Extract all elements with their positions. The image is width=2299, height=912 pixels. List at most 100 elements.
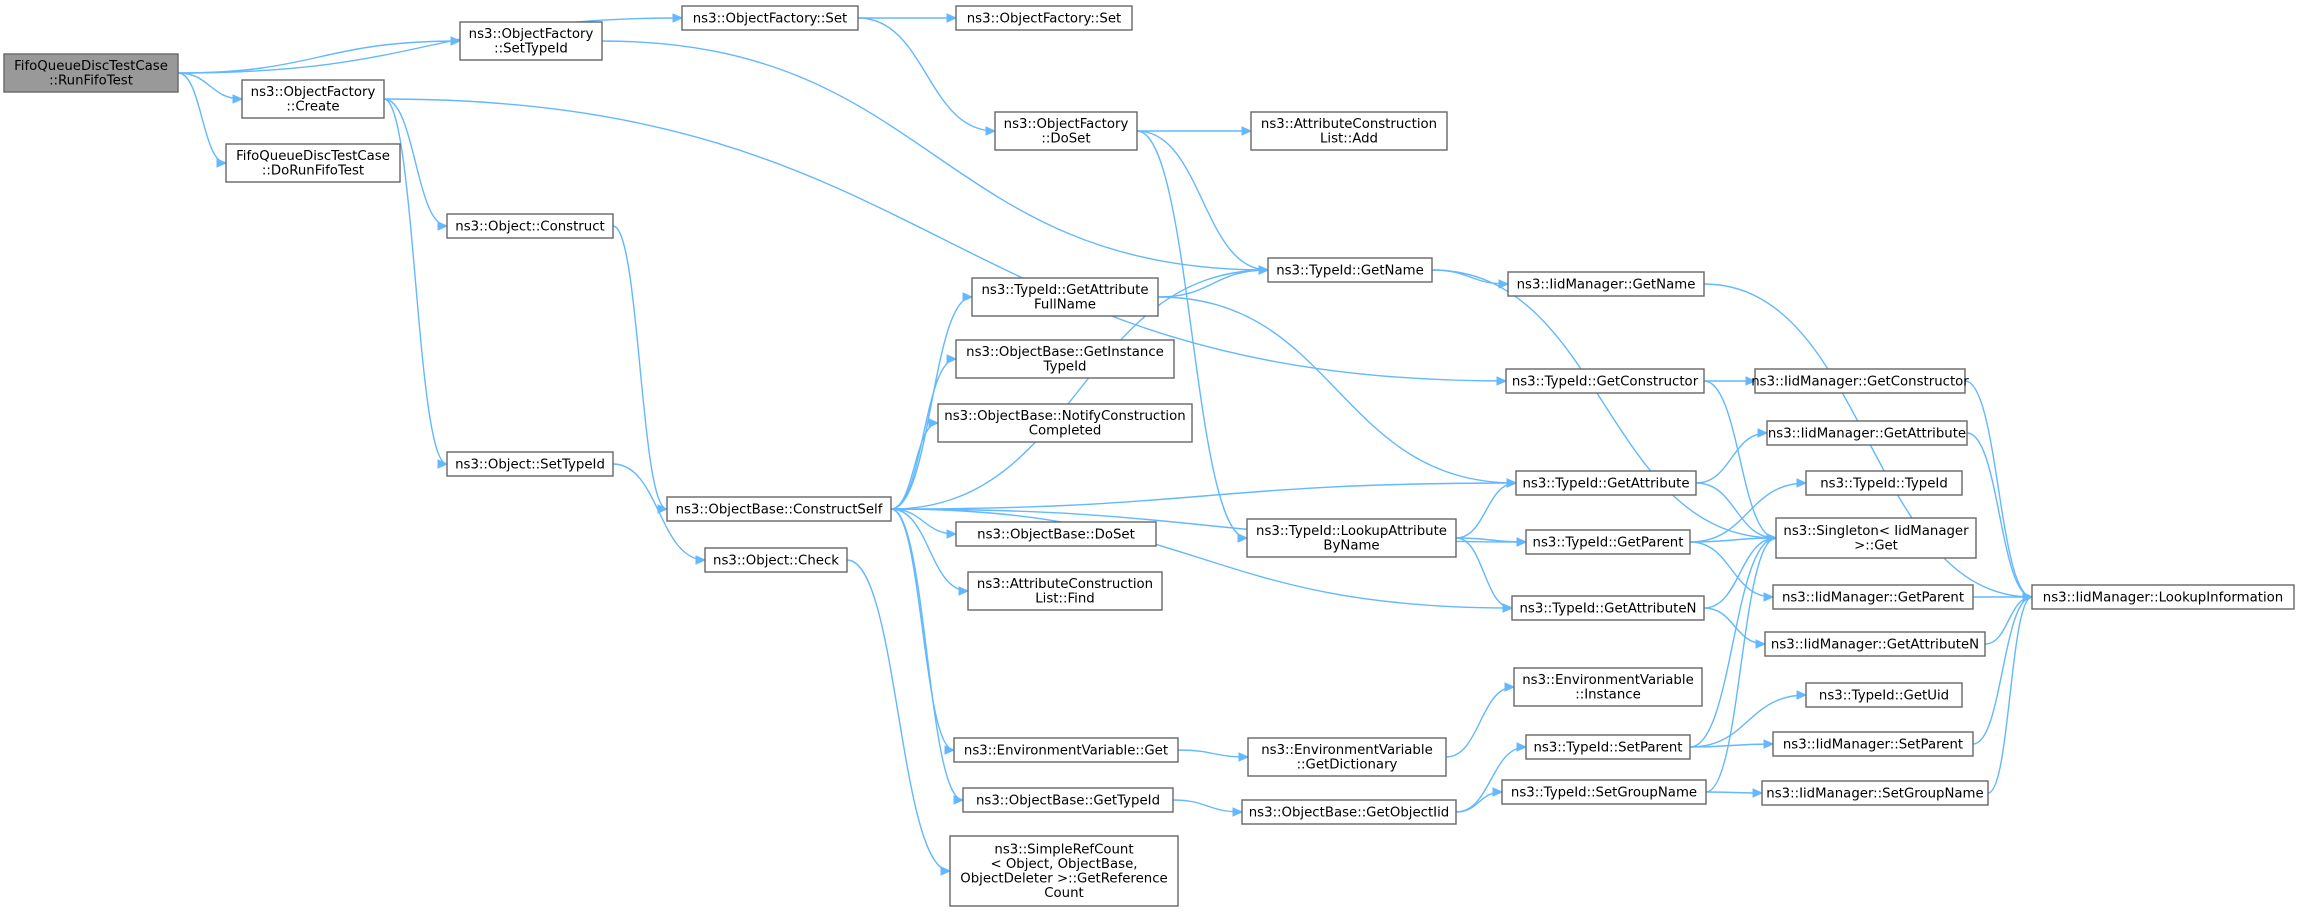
node-label: ns3::TypeId::GetAttribute — [1522, 476, 1689, 491]
node-label: ns3::ObjectBase::DoSet — [977, 527, 1135, 542]
arrowhead-create-to-tidGetConstructor — [1496, 376, 1508, 386]
edge-obGetTypeId-to-obGetObjectIid — [1172, 799, 1243, 813]
edge-setTypeId-to-tidGetName — [601, 40, 1269, 271]
node-label: ns3::EnvironmentVariable — [1522, 673, 1694, 688]
node-label: < Object, ObjectBase, — [990, 857, 1137, 872]
edge-root-to-doRunFifo — [177, 72, 227, 164]
node-tidGetConstructor[interactable]: ns3::TypeId::GetConstructor — [1505, 368, 1705, 394]
edge-create-to-objConstruct — [383, 98, 448, 227]
node-iidGetAttributeN[interactable]: ns3::IidManager::GetAttributeN — [1764, 631, 1986, 657]
node-box — [994, 111, 1138, 151]
node-obDoSet[interactable]: ns3::ObjectBase::DoSet — [955, 521, 1157, 547]
node-objSetTypeId[interactable]: ns3::Object::SetTypeId — [446, 451, 614, 477]
node-box — [937, 403, 1193, 443]
arrowhead-tidGetParent-to-iidGetParent — [1763, 592, 1775, 602]
node-envGet[interactable]: ns3::EnvironmentVariable::Get — [953, 737, 1179, 763]
node-tidSetParent[interactable]: ns3::TypeId::SetParent — [1525, 734, 1691, 760]
edge-constructSelf-to-acListFind — [890, 508, 969, 592]
edge-iidGetConstructor-to-lookupInfo — [1964, 380, 2033, 598]
edge-constructSelf-to-envGet — [890, 508, 955, 751]
edge-getAttrFullName-to-tidGetAttribute — [1157, 296, 1517, 484]
edge-tidSetParent-to-singletonGet — [1689, 537, 1777, 748]
node-box — [1505, 368, 1705, 394]
arrowhead-lookupAttrByName-to-tidGetParent — [1516, 537, 1528, 547]
node-obNotify[interactable]: ns3::ObjectBase::NotifyConstructionCompl… — [937, 403, 1193, 443]
node-label: ns3::TypeId::GetAttribute — [981, 283, 1148, 298]
node-singletonGet[interactable]: ns3::Singleton< IidManager >::Get — [1775, 517, 1977, 559]
node-create[interactable]: ns3::ObjectFactory::Create — [241, 79, 385, 119]
node-label: ns3::TypeId::GetConstructor — [1512, 374, 1699, 389]
node-box — [1513, 667, 1703, 707]
arrowhead-tidSetParent-to-iidSetParent — [1763, 739, 1775, 749]
node-box — [1766, 420, 1968, 446]
node-box — [1764, 631, 1986, 657]
node-box — [1525, 529, 1691, 555]
edge-tidGetAttribute-to-iidGetAttribute — [1695, 432, 1768, 484]
node-box — [955, 521, 1157, 547]
node-iidSetGroupName[interactable]: ns3::IidManager::SetGroupName — [1761, 780, 1989, 806]
node-ofSet[interactable]: ns3::ObjectFactory::Set — [681, 5, 859, 31]
node-objConstruct[interactable]: ns3::Object::Construct — [446, 213, 614, 239]
node-obGetTypeId[interactable]: ns3::ObjectBase::GetTypeId — [962, 787, 1174, 813]
node-root[interactable]: FifoQueueDiscTestCase::RunFifoTest — [3, 53, 179, 93]
node-iidGetConstructor[interactable]: ns3::IidManager::GetConstructor — [1751, 368, 1969, 394]
node-box — [953, 737, 1179, 763]
node-label: ns3::ObjectFactory::Set — [693, 11, 847, 26]
edge-constructSelf-to-obDoSet — [890, 508, 957, 535]
node-tidGetAttributeN[interactable]: ns3::TypeId::GetAttributeN — [1511, 595, 1705, 621]
node-box — [1772, 584, 1974, 610]
node-label: ns3::Object::Construct — [455, 219, 604, 234]
arrowhead-ofSet-to-ofDoSet — [985, 126, 997, 136]
node-label: ns3::EnvironmentVariable::Get — [964, 743, 1168, 758]
node-ofSet2[interactable]: ns3::ObjectFactory::Set — [955, 5, 1133, 31]
node-doRunFifo[interactable]: FifoQueueDiscTestCase::DoRunFifoTest — [225, 143, 401, 183]
node-label: >::Get — [1854, 539, 1898, 554]
node-lookupInfo[interactable]: ns3::IidManager::LookupInformation — [2031, 584, 2295, 610]
node-simpleRefCount[interactable]: ns3::SimpleRefCount< Object, ObjectBase,… — [949, 835, 1179, 907]
node-box — [1507, 271, 1705, 297]
node-label: ::RunFifoTest — [49, 74, 133, 89]
node-label: ObjectDeleter >::GetReference — [960, 872, 1167, 887]
edge-tidSetParent-to-tidGetUid — [1689, 694, 1807, 748]
edge-tidGetParent-to-singletonGet — [1689, 537, 1777, 543]
arrowhead-lookupAttrByName-to-tidGetAttributeN — [1502, 603, 1514, 613]
arrowhead-tidGetAttribute-to-iidGetAttribute — [1757, 428, 1769, 438]
node-objCheck[interactable]: ns3::Object::Check — [704, 547, 848, 573]
node-constructSelf[interactable]: ns3::ObjectBase::ConstructSelf — [666, 496, 892, 522]
node-tidGetName[interactable]: ns3::TypeId::GetName — [1267, 257, 1433, 283]
node-iidGetName[interactable]: ns3::IidManager::GetName — [1507, 271, 1705, 297]
node-tidTypeId[interactable]: ns3::TypeId::TypeId — [1805, 470, 1963, 496]
edge-tidGetAttributeN-to-singletonGet — [1703, 537, 1777, 609]
edge-iidSetParent-to-lookupInfo — [1972, 596, 2033, 745]
edge-envGetDict-to-envInstance — [1445, 686, 1515, 758]
node-label: ::Create — [286, 100, 339, 115]
arrowhead-root-to-doRunFifo — [216, 158, 228, 168]
node-envInstance[interactable]: ns3::EnvironmentVariable::Instance — [1513, 667, 1703, 707]
node-obGetObjectIid[interactable]: ns3::ObjectBase::GetObjectIid — [1241, 799, 1457, 825]
node-box — [459, 21, 603, 61]
edge-tidGetAttribute-to-singletonGet — [1695, 482, 1777, 539]
node-iidGetParent[interactable]: ns3::IidManager::GetParent — [1772, 584, 1974, 610]
node-iidSetParent[interactable]: ns3::IidManager::SetParent — [1772, 731, 1974, 757]
node-tidGetUid[interactable]: ns3::TypeId::GetUid — [1805, 682, 1963, 708]
node-label: ns3::TypeId::GetParent — [1533, 535, 1684, 550]
node-tidGetAttribute[interactable]: ns3::TypeId::GetAttribute — [1515, 470, 1697, 496]
node-tidSetGroupName[interactable]: ns3::TypeId::SetGroupName — [1501, 779, 1707, 805]
node-setTypeId[interactable]: ns3::ObjectFactory::SetTypeId — [459, 21, 603, 61]
node-box — [949, 835, 1179, 907]
edge-objSetTypeId-to-objCheck — [612, 463, 706, 561]
node-label: List::Add — [1320, 132, 1378, 147]
node-iidGetAttribute[interactable]: ns3::IidManager::GetAttribute — [1766, 420, 1968, 446]
arrowhead-tidGetName-to-iidGetName — [1498, 279, 1510, 289]
edge-tidSetParent-to-iidSetParent — [1689, 743, 1774, 748]
node-tidGetParent[interactable]: ns3::TypeId::GetParent — [1525, 529, 1691, 555]
node-envGetDict[interactable]: ns3::EnvironmentVariable::GetDictionary — [1247, 737, 1447, 777]
node-box — [681, 5, 859, 31]
node-ofDoSet[interactable]: ns3::ObjectFactory::DoSet — [994, 111, 1138, 151]
node-label: ns3::ObjectBase::ConstructSelf — [676, 502, 883, 517]
